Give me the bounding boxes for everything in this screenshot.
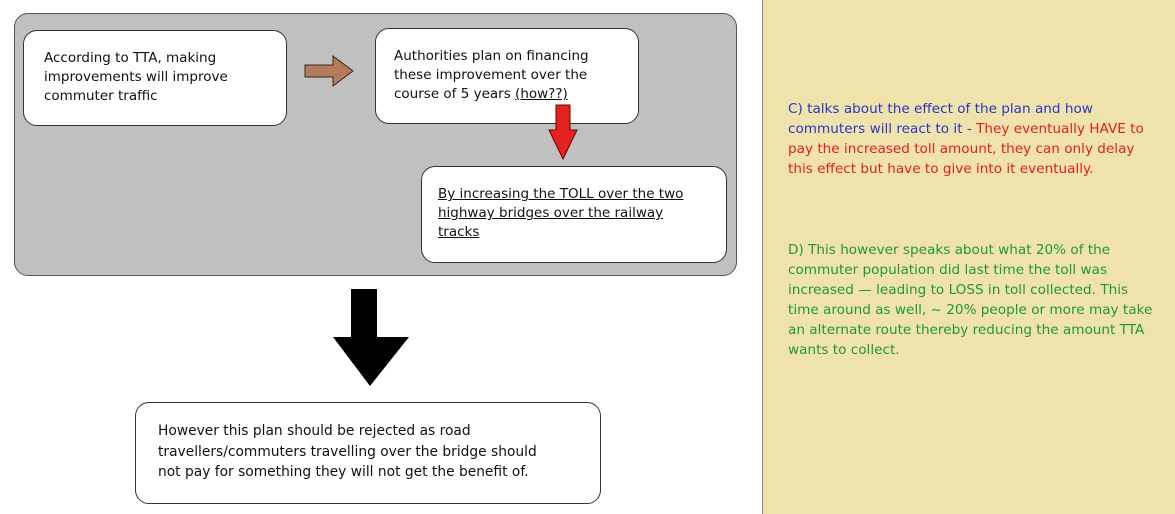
conclusion-line-3: not pay for something they will not get … [158,464,529,480]
premise-box: According to TTA, making improvements wi… [23,30,287,126]
plan-line-1: Authorities plan on financing [394,48,589,64]
premise-line-3: commuter traffic [44,88,158,104]
note-d: D) This however speaks about what 20% of… [788,242,1153,358]
method-box: By increasing the TOLL over the two high… [421,166,727,263]
down-arrow-black-icon [333,289,409,386]
premise-line-1: According to TTA, making [44,50,217,66]
down-arrow-red-icon [548,104,578,161]
plan-box: Authorities plan on financing these impr… [375,28,639,124]
note-c-detail: They eventually HAVE to pay the increase… [788,121,1144,177]
right-arrow-icon [304,55,354,87]
conclusion-line-2: travellers/commuters travelling over the… [158,443,537,460]
method-line-2: highway bridges over the railway [438,205,664,221]
note-c: C) talks about the effect of the plan an… [788,99,1160,179]
method-line-3: tracks [438,224,480,240]
note-c-intro: C) talks about the effect of the plan an… [788,101,1093,137]
conclusion-line-1: However this plan should be rejected as … [158,423,471,439]
plan-line-3-prefix: course of 5 years [394,86,516,102]
conclusion-box: However this plan should be rejected as … [135,402,601,504]
method-line-1: By increasing the TOLL over the two [438,186,684,202]
how-question-text: (how??) [515,86,568,102]
notes-panel: C) talks about the effect of the plan an… [762,0,1175,514]
premise-line-2: improvements will improve [44,69,228,85]
plan-line-2: these improvement over the [394,67,588,83]
plan-line-3: course of 5 years (how??) [394,85,620,104]
